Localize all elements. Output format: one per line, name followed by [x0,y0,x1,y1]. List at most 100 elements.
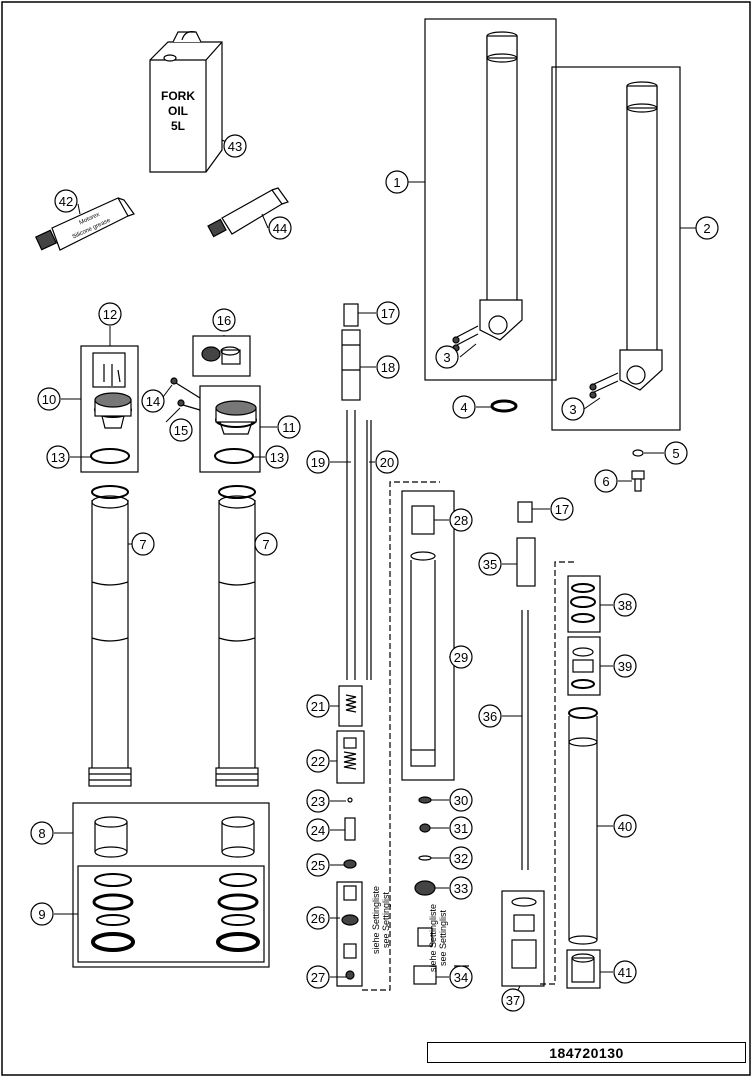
svg-text:30: 30 [454,793,468,808]
callout-13b: 13 [265,445,289,469]
callout-4: 4 [452,395,476,419]
box-base-valve [501,890,545,987]
box-part-16 [192,335,251,377]
svg-text:26: 26 [311,911,325,926]
callout-15: 15 [169,418,193,442]
valve-parts-left [341,694,359,980]
callout-24: 24 [306,818,330,842]
callout-34: 34 [449,965,473,989]
callout-18: 18 [376,355,400,379]
container-label-line2: OIL [168,104,188,118]
svg-text:27: 27 [311,970,325,985]
callout-40: 40 [613,814,637,838]
setting-note-1-en: see Settinglist [381,891,391,948]
svg-text:1: 1 [393,175,400,190]
damper-rod-assembly-right [516,501,536,870]
callout-3b: 3 [561,397,585,421]
svg-text:7: 7 [139,537,146,552]
box-valve-stack-left [336,881,363,987]
callout-44: 44 [268,216,292,240]
svg-text:34: 34 [454,970,468,985]
inner-tube-right [215,485,259,787]
svg-text:8: 8 [38,826,45,841]
callout-9: 9 [30,902,54,926]
callout-8: 8 [30,821,54,845]
callout-28: 28 [449,508,473,532]
container-label-line1: FORK [161,89,195,103]
svg-text:22: 22 [311,754,325,769]
svg-text:29: 29 [454,650,468,665]
callout-7a: 7 [131,532,155,556]
inner-tube-left [88,485,132,787]
callout-7b: 7 [254,532,278,556]
callout-42: 42 [54,189,78,213]
callout-32: 32 [449,846,473,870]
callout-41: 41 [613,960,637,984]
svg-text:2: 2 [703,221,710,236]
callout-25: 25 [306,853,330,877]
box-bleeder-valve [92,352,126,388]
box-outer-tube-right [551,66,681,431]
grease-tube: Motorex Silicone grease [34,197,135,251]
spring-parts-38-39 [570,583,596,689]
outer-tube-right [589,81,663,399]
svg-text:11: 11 [282,420,296,435]
callout-39: 39 [613,654,637,678]
svg-text:3: 3 [443,350,450,365]
callout-38: 38 [613,593,637,617]
tube-40 [568,707,598,945]
callout-31: 31 [449,816,473,840]
callout-2: 2 [695,216,719,240]
svg-text:25: 25 [311,858,325,873]
svg-text:9: 9 [38,907,45,922]
callout-17a: 17 [376,301,400,325]
seal-ring-4 [490,399,518,413]
setting-note-1-de: siehe Settingliste [371,886,381,954]
svg-text:36: 36 [483,709,497,724]
container-label-line3: 5L [171,119,185,133]
svg-text:12: 12 [103,307,117,322]
svg-text:33: 33 [454,881,468,896]
bushings [94,816,255,858]
leader-lines [54,139,696,999]
svg-text:43: 43 [228,139,242,154]
box-outer-tube-left [424,18,557,381]
svg-text:39: 39 [618,659,632,674]
callout-27: 27 [306,965,330,989]
callout-23: 23 [306,789,330,813]
svg-text:3: 3 [569,402,576,417]
svg-text:38: 38 [618,598,632,613]
paste-tube [207,187,289,238]
callout-22: 22 [306,749,330,773]
svg-text:24: 24 [311,823,325,838]
callout-3a: 3 [435,345,459,369]
svg-text:13: 13 [270,450,284,465]
o-ring-13-right [214,448,254,464]
drawing-number: 184720130 [427,1042,746,1063]
box-part-38 [567,575,601,633]
svg-text:31: 31 [454,821,468,836]
callout-33: 33 [449,876,473,900]
svg-text:17: 17 [381,306,395,321]
callout-13a: 13 [46,445,70,469]
setting-note-2-en: see Settinglist [438,909,448,966]
svg-text:6: 6 [602,474,609,489]
box-fork-cap-right [199,385,261,473]
fork-cap-right [215,400,257,435]
svg-text:13: 13 [51,450,65,465]
svg-text:10: 10 [42,392,56,407]
cartridge [410,505,436,767]
screw-6 [631,470,645,492]
svg-text:17: 17 [555,502,569,517]
fork-cap-left [94,364,132,429]
callout-1: 1 [385,170,409,194]
box-part-41 [566,949,601,989]
svg-text:37: 37 [506,993,520,1008]
box-bushing-kit [72,802,270,968]
o-ring-13-left [90,448,130,464]
callout-10: 10 [37,387,61,411]
callout-36: 36 [478,704,502,728]
piston-41 [571,953,595,983]
